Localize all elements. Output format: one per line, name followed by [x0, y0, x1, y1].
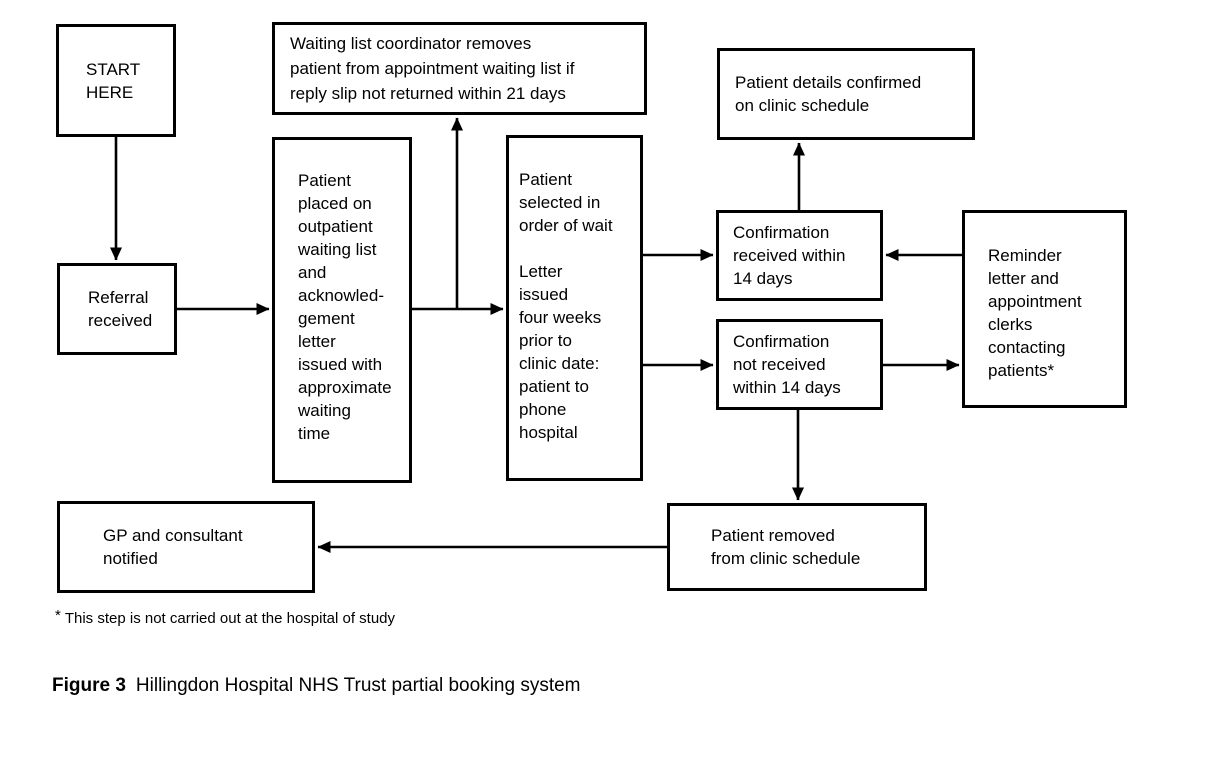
- flow-node-patient-details-confirmed: Patient details confirmed on clinic sche…: [717, 48, 975, 140]
- flow-node-patient-placed: Patient placed on outpatient waiting lis…: [272, 137, 412, 483]
- flow-node-start-label: START HERE: [86, 59, 141, 102]
- flow-node-patient-placed-label: Patient placed on outpatient waiting lis…: [298, 171, 392, 443]
- flow-node-confirmation-not-received-label: Confirmation not received within 14 days: [733, 332, 841, 397]
- flow-node-gp-notified: GP and consultant notified: [57, 501, 315, 593]
- flow-node-patient-selected-label: Patient selected in order of wait Letter…: [519, 170, 613, 442]
- flow-node-confirmation-not-received: Confirmation not received within 14 days: [716, 319, 883, 410]
- figure-caption: Figure 3 Hillingdon Hospital NHS Trust pa…: [52, 675, 581, 697]
- flow-node-patient-details-confirmed-label: Patient details confirmed on clinic sche…: [735, 73, 922, 115]
- flow-node-start: START HERE: [56, 24, 176, 137]
- flow-node-waiting-list-coordinator: Waiting list coordinator removes patient…: [272, 22, 647, 115]
- footnote-asterisk: *: [55, 607, 61, 624]
- footnote-text: This step is not carried out at the hosp…: [64, 610, 396, 627]
- flow-node-patient-removed: Patient removed from clinic schedule: [667, 503, 927, 591]
- flow-node-patient-removed-label: Patient removed from clinic schedule: [711, 526, 861, 568]
- flow-node-referral-received-label: Referral received: [88, 288, 153, 330]
- flow-node-confirmation-received: Confirmation received within 14 days: [716, 210, 883, 301]
- figure-caption-text: Hillingdon Hospital NHS Trust partial bo…: [135, 675, 581, 696]
- flow-node-reminder-crossed-out: Reminder letter and appointment clerks c…: [962, 210, 1127, 408]
- flow-node-referral-received: Referral received: [57, 263, 177, 355]
- flow-node-patient-selected: Patient selected in order of wait Letter…: [506, 135, 643, 481]
- flow-node-reminder-label: Reminder letter and appointment clerks c…: [988, 246, 1082, 380]
- flow-node-gp-notified-label: GP and consultant notified: [103, 526, 243, 568]
- flow-node-confirmation-received-label: Confirmation received within 14 days: [733, 223, 846, 288]
- figure-caption-label: Figure 3: [52, 675, 126, 696]
- flow-node-waiting-list-coordinator-label: Waiting list coordinator removes patient…: [290, 34, 575, 103]
- footnote: *This step is not carried out at the hos…: [55, 607, 396, 627]
